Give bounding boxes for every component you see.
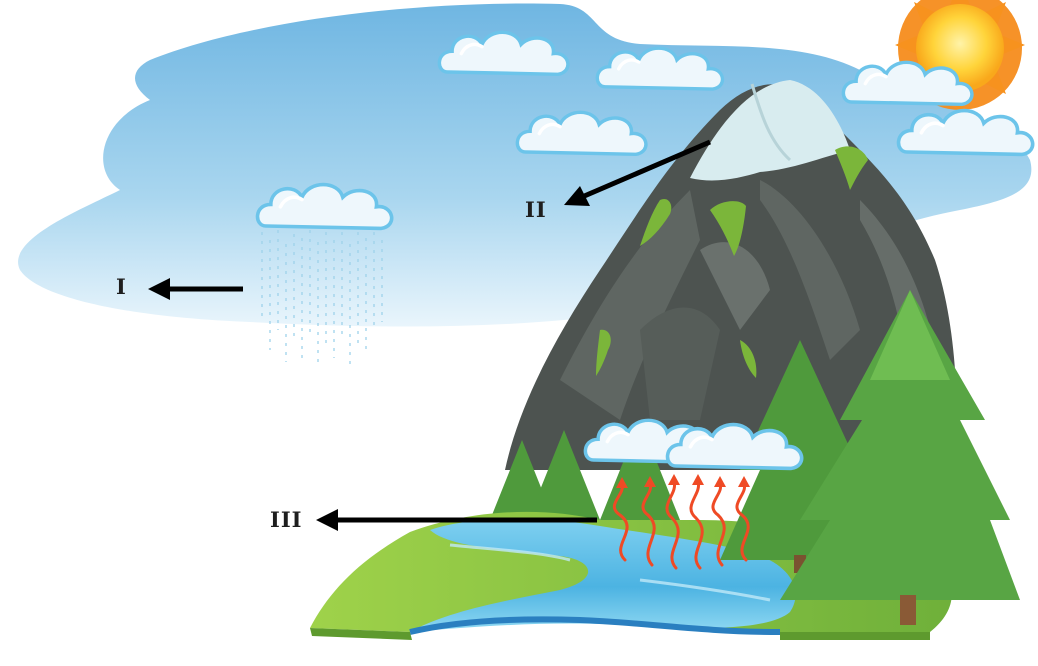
cloud <box>896 108 1035 157</box>
pointer-arrow-III <box>316 509 597 531</box>
rain-drops <box>261 230 383 364</box>
evaporation-arrows <box>612 480 750 570</box>
pointer-arrow-I <box>148 278 243 300</box>
pointer-arrow-II <box>564 139 711 206</box>
pine-tree <box>780 290 1020 625</box>
label-I: I <box>116 274 127 299</box>
label-II: II <box>525 197 547 222</box>
evaporation-arrowheads <box>616 474 750 488</box>
label-III: III <box>270 507 303 532</box>
